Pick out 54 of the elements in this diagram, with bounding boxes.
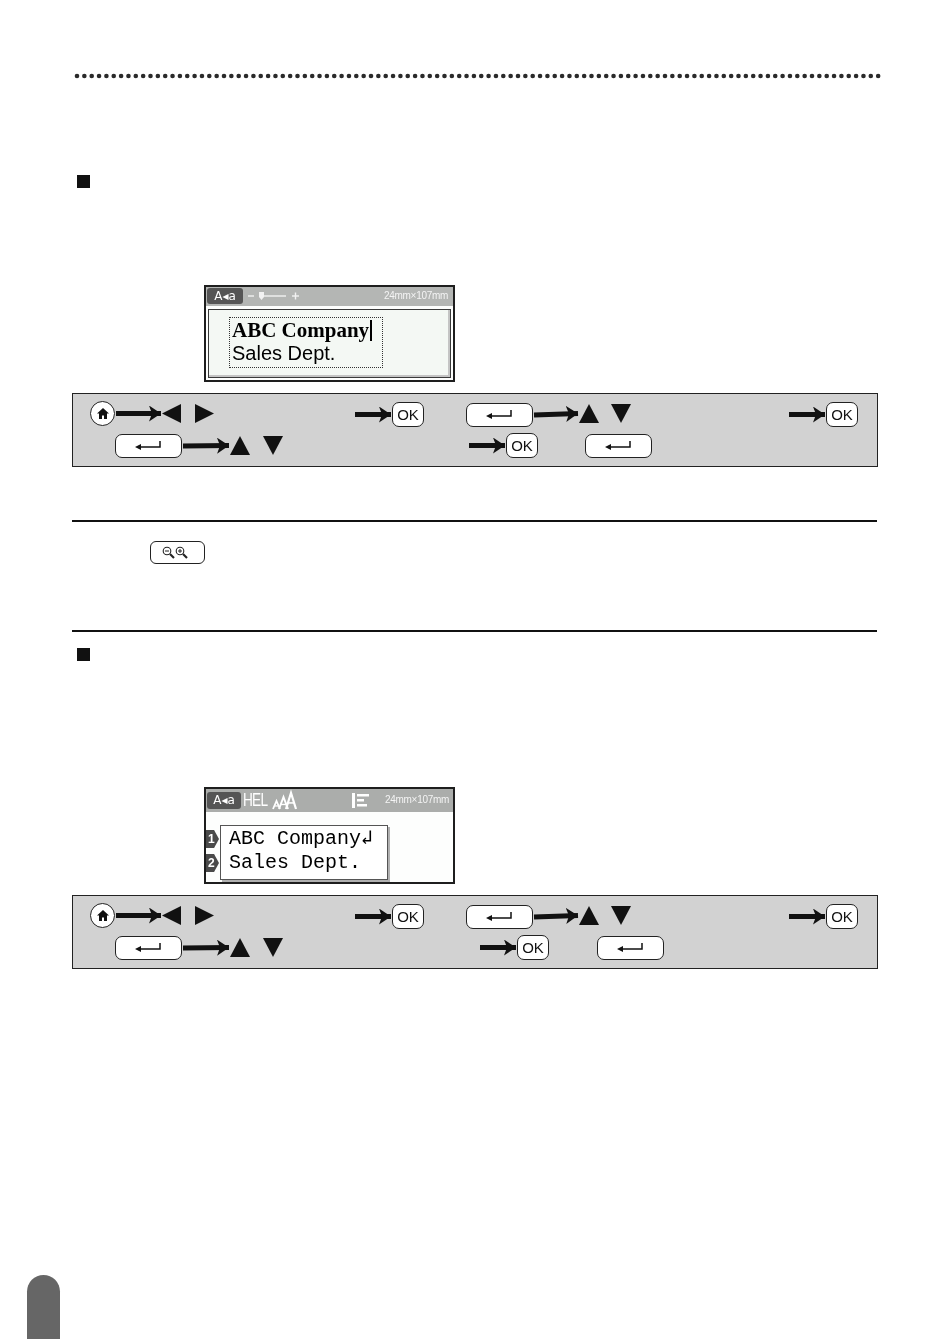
text-frame bbox=[229, 317, 383, 368]
home-key bbox=[90, 401, 115, 426]
arrow bbox=[355, 908, 391, 925]
line-number-tag: 2 bbox=[206, 854, 219, 872]
enter-key bbox=[466, 403, 533, 427]
enter-key bbox=[115, 936, 182, 960]
label-text-line: ABC Company bbox=[232, 319, 370, 342]
enter-key bbox=[597, 936, 664, 960]
mode-indicator: A◂a bbox=[207, 792, 241, 809]
instruction-panel bbox=[72, 393, 878, 467]
down-triangle-icon bbox=[611, 906, 631, 925]
text-frame bbox=[220, 825, 388, 880]
arrow bbox=[480, 939, 516, 956]
ok-key: OK bbox=[517, 935, 549, 960]
tape-size-label: 24mm×107mm bbox=[384, 793, 449, 807]
up-triangle-icon bbox=[579, 906, 599, 925]
arrow bbox=[182, 437, 230, 454]
enter-key bbox=[115, 434, 182, 458]
ok-key: OK bbox=[392, 904, 424, 929]
enter-key bbox=[466, 905, 533, 929]
left-triangle-icon bbox=[162, 906, 181, 925]
lcd-screen bbox=[204, 285, 455, 382]
up-triangle-icon bbox=[230, 938, 250, 957]
arrow bbox=[182, 939, 230, 956]
ok-key: OK bbox=[392, 402, 424, 427]
arrow bbox=[116, 405, 161, 422]
arrow bbox=[469, 437, 505, 454]
ok-key: OK bbox=[826, 402, 858, 427]
arrow bbox=[533, 405, 579, 422]
home-key bbox=[90, 903, 115, 928]
ok-key: OK bbox=[826, 904, 858, 929]
arrow bbox=[789, 406, 825, 423]
arrow bbox=[116, 907, 161, 924]
label-text-line: ABC Company↲ bbox=[229, 827, 374, 851]
right-triangle-icon bbox=[195, 404, 214, 423]
ok-key: OK bbox=[506, 433, 538, 458]
up-triangle-icon bbox=[579, 404, 599, 423]
enter-key bbox=[585, 434, 652, 458]
right-triangle-icon bbox=[195, 906, 214, 925]
left-triangle-icon bbox=[162, 404, 181, 423]
down-triangle-icon bbox=[263, 938, 283, 957]
instruction-panel bbox=[72, 895, 878, 969]
lcd-screen bbox=[204, 787, 455, 884]
font-name-label: HEL bbox=[243, 790, 269, 811]
down-triangle-icon bbox=[263, 436, 283, 455]
arrow bbox=[789, 908, 825, 925]
up-triangle-icon bbox=[230, 436, 250, 455]
line-number-tag: 1 bbox=[206, 830, 219, 848]
label-text-line: Sales Dept. bbox=[229, 851, 362, 875]
mode-indicator: A◂a bbox=[207, 288, 243, 304]
arrow bbox=[355, 406, 391, 423]
tape-size-label: 24mm×107mm bbox=[383, 289, 448, 303]
down-triangle-icon bbox=[611, 404, 631, 423]
label-text-line: Sales Dept. bbox=[232, 342, 336, 365]
